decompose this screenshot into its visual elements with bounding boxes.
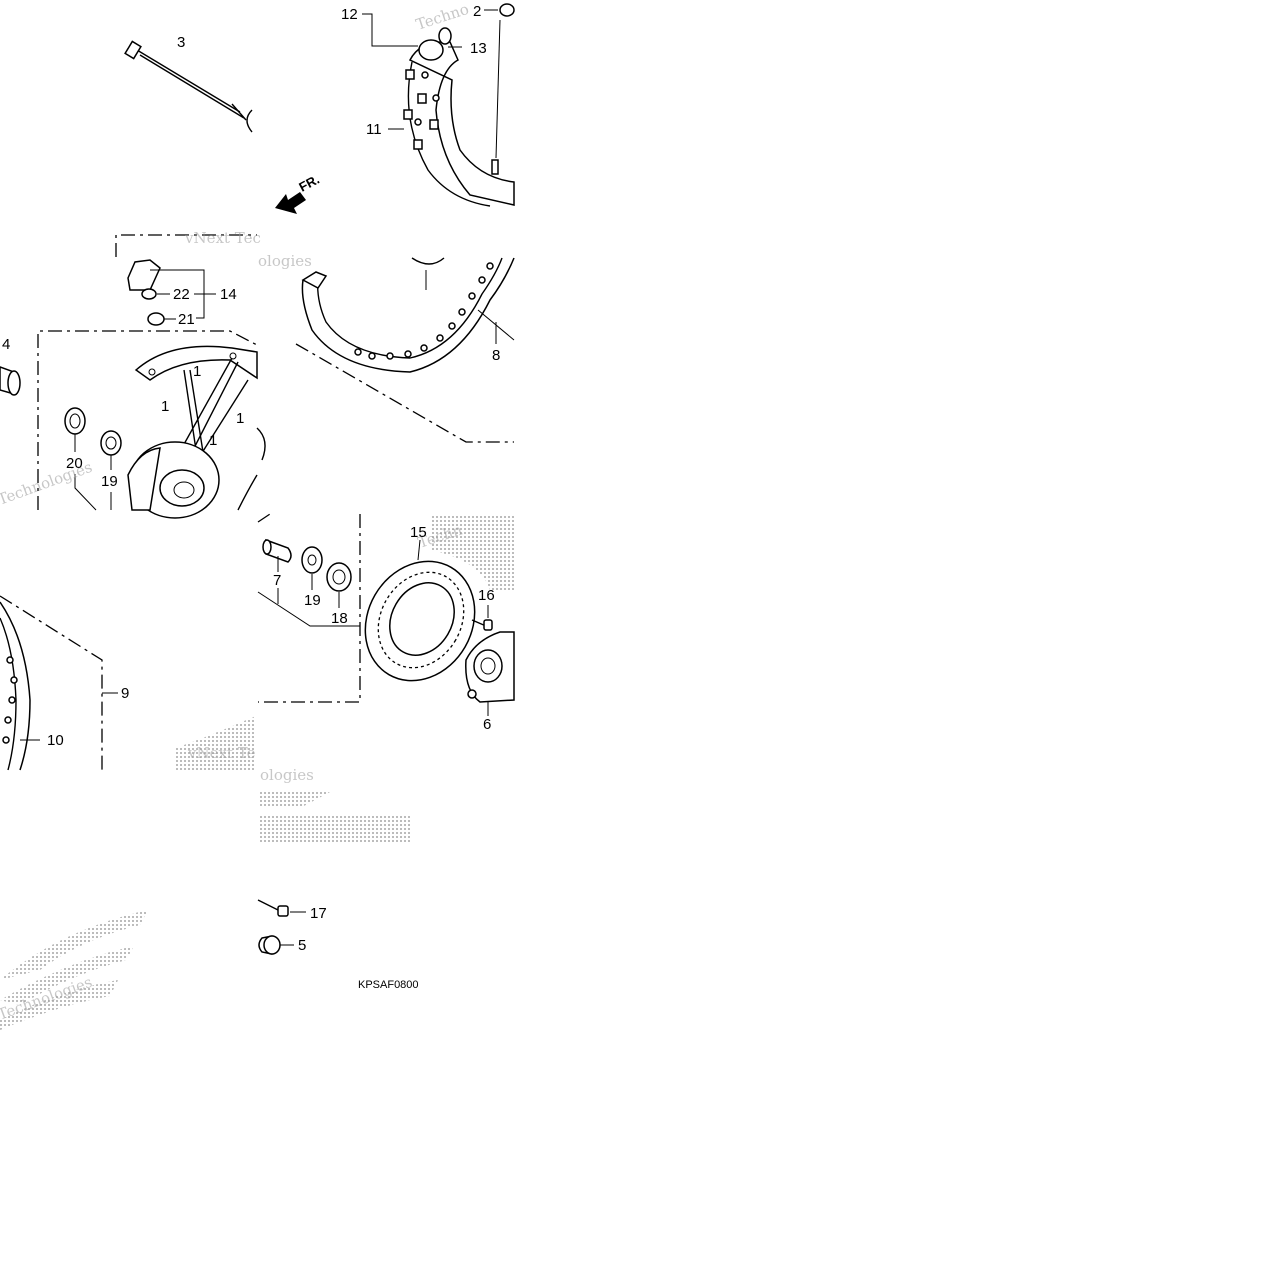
callout-1d[interactable]: 1 bbox=[209, 432, 217, 449]
callout-22[interactable]: 22 bbox=[173, 286, 190, 303]
hub-flange-part bbox=[465, 631, 515, 716]
callout-15[interactable]: 15 bbox=[410, 524, 427, 541]
callout-1a[interactable]: 1 bbox=[193, 363, 201, 380]
callout-10[interactable]: 10 bbox=[47, 732, 64, 749]
callout-14[interactable]: 14 bbox=[220, 286, 237, 303]
svg-text:vNext Tec: vNext Tec bbox=[184, 229, 261, 247]
honda-logo-watermark: ologies bbox=[258, 766, 410, 844]
tire-part bbox=[403, 3, 515, 207]
callout-21[interactable]: 21 bbox=[178, 311, 195, 328]
callout-12[interactable]: 12 bbox=[341, 6, 358, 23]
callout-18[interactable]: 18 bbox=[331, 610, 348, 627]
bolt-part bbox=[257, 899, 306, 917]
collar-bearing-parts bbox=[257, 538, 360, 627]
svg-text:ologies: ologies bbox=[260, 766, 314, 784]
callout-labels: 12 2 13 11 3 FR. 22 14 21 4 1 1 1 1 20 1… bbox=[2, 3, 500, 991]
callout-13[interactable]: 13 bbox=[470, 40, 487, 57]
callout-19b[interactable]: 19 bbox=[304, 592, 321, 609]
front-direction-label: FR. bbox=[296, 172, 322, 195]
callout-4[interactable]: 4 bbox=[2, 336, 10, 353]
svg-text:ologies: ologies bbox=[258, 252, 312, 270]
callout-11[interactable]: 11 bbox=[366, 121, 382, 138]
callout-9[interactable]: 9 bbox=[121, 685, 129, 702]
axle-part bbox=[124, 40, 253, 133]
callout-2[interactable]: 2 bbox=[473, 3, 481, 20]
disc-bolt-part bbox=[471, 605, 493, 631]
callout-20[interactable]: 20 bbox=[66, 455, 83, 472]
bearing-parts bbox=[64, 407, 122, 511]
callout-1b[interactable]: 1 bbox=[161, 398, 169, 415]
callout-3[interactable]: 3 bbox=[177, 34, 185, 51]
brake-disc-part bbox=[364, 539, 476, 682]
callout-8[interactable]: 8 bbox=[492, 347, 500, 364]
rim-part bbox=[301, 257, 515, 373]
tile-tire-rim: Techno bbox=[275, 0, 515, 443]
callout-16[interactable]: 16 bbox=[478, 587, 495, 604]
callout-6[interactable]: 6 bbox=[483, 716, 491, 733]
callout-17[interactable]: 17 bbox=[310, 905, 327, 922]
callout-19a[interactable]: 19 bbox=[101, 473, 118, 490]
front-direction-arrow bbox=[275, 192, 306, 214]
callout-5[interactable]: 5 bbox=[298, 937, 306, 954]
figure-code: KPSAF0800 bbox=[358, 979, 419, 991]
tile-logo-area: Technologies bbox=[0, 910, 148, 1030]
tile-hub-assembly: vNext Tec ologies Technologies bbox=[0, 40, 312, 519]
callout-7[interactable]: 7 bbox=[273, 572, 281, 589]
tile-wheel-assembly: vNext Te bbox=[0, 595, 256, 771]
collar-part bbox=[258, 935, 294, 955]
tile-small-parts: ologies bbox=[257, 766, 410, 955]
callout-1c[interactable]: 1 bbox=[236, 410, 244, 427]
tile-brake-disc: Techn bbox=[257, 513, 515, 716]
spoke-nipple-parts bbox=[127, 259, 216, 326]
spacer-part bbox=[0, 366, 21, 396]
svg-text:vNext Te: vNext Te bbox=[187, 744, 256, 762]
hub-part bbox=[127, 345, 266, 519]
